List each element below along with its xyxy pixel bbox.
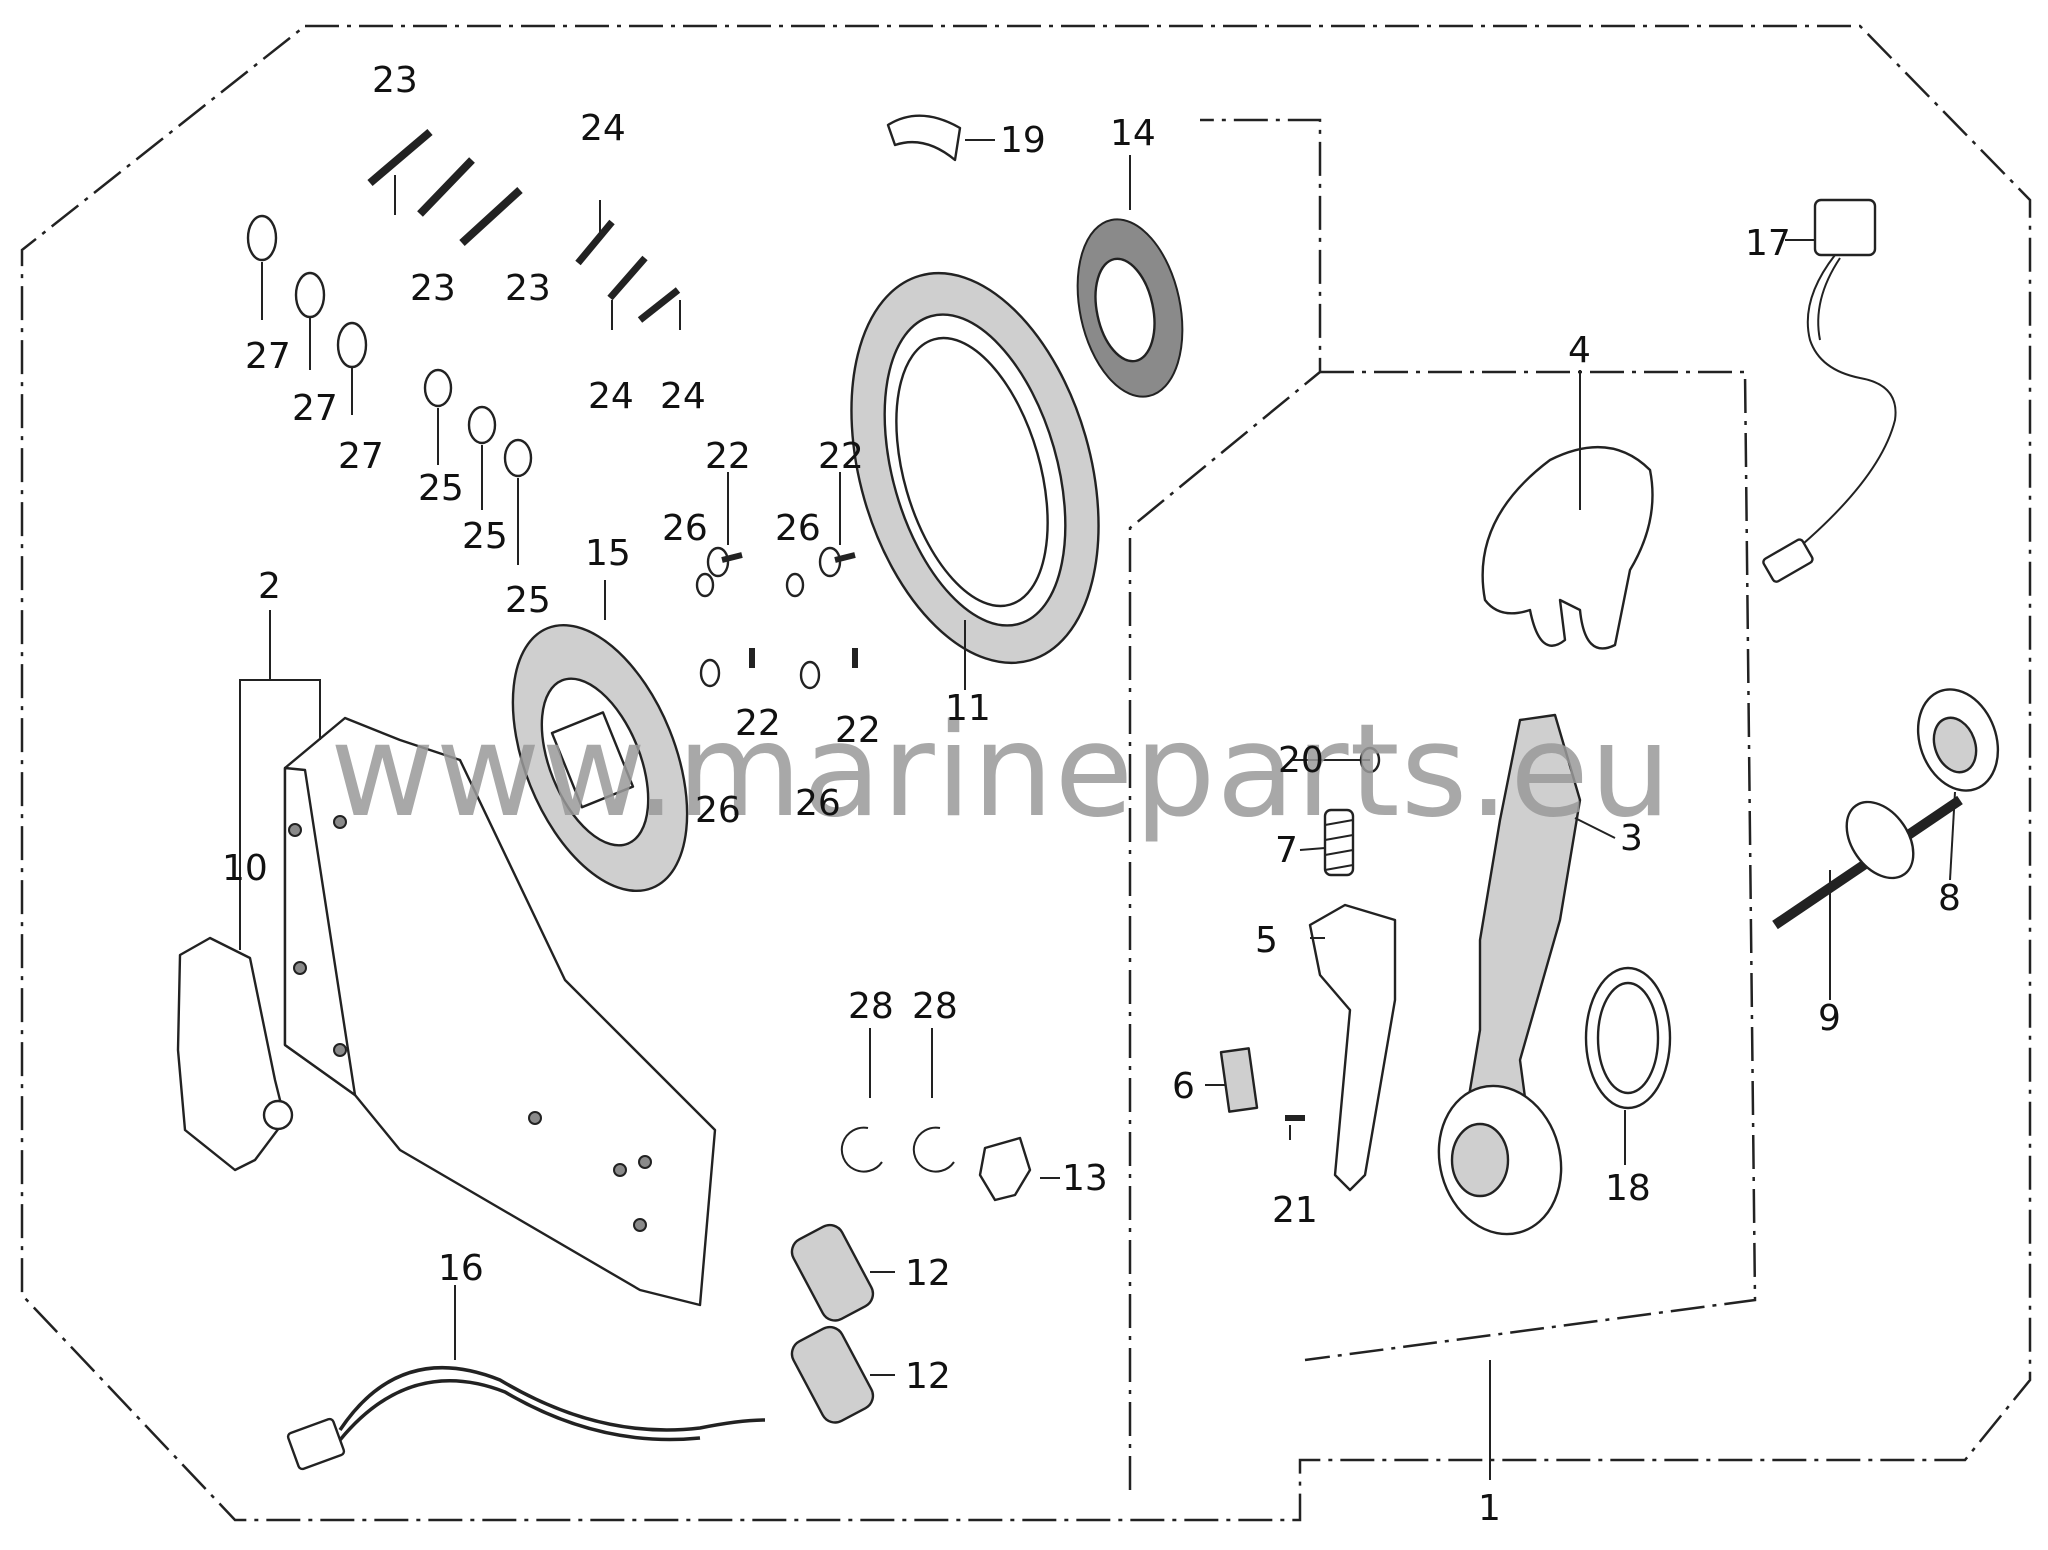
callout-22a: 22 <box>705 436 751 477</box>
callout-1: 1 <box>1478 1488 1501 1529</box>
clip-part <box>978 1136 1032 1202</box>
leader-lines <box>239 139 1956 1480</box>
cover-cap-part <box>1481 445 1654 650</box>
callout-26c: 26 <box>695 790 741 831</box>
lock-lever-part <box>1308 903 1397 1192</box>
callout-22b: 22 <box>818 436 864 477</box>
switch-harness-part <box>1762 198 1897 583</box>
callout-23b: 23 <box>410 268 456 309</box>
outer-assembly-boundary <box>20 24 2032 1522</box>
friction-plate-part <box>511 623 689 893</box>
callout-13: 13 <box>1062 1158 1108 1199</box>
callout-labels: 1 2 3 4 5 6 7 8 9 10 11 12 12 13 14 15 1… <box>222 60 1961 1529</box>
callout-6: 6 <box>1172 1066 1195 1107</box>
callout-12a: 12 <box>905 1253 951 1294</box>
callout-25a: 25 <box>418 468 464 509</box>
e-clip-part <box>912 1126 955 1173</box>
screw-part <box>575 219 681 323</box>
callout-2: 2 <box>258 566 281 607</box>
inner-assembly-boundary-right <box>1304 370 1757 1362</box>
nut-part <box>423 368 533 478</box>
spring-part <box>1323 808 1355 877</box>
callout-24c: 24 <box>660 376 706 417</box>
callout-18: 18 <box>1605 1168 1651 1209</box>
callout-3: 3 <box>1620 818 1643 859</box>
callout-16: 16 <box>438 1248 484 1289</box>
callout-27c: 27 <box>338 436 384 477</box>
callout-21: 21 <box>1272 1190 1318 1231</box>
spring-clip-part <box>886 114 962 162</box>
fastener-part <box>695 546 1381 1121</box>
wire-harness-part <box>286 1366 766 1471</box>
callout-17: 17 <box>1745 223 1791 264</box>
callout-12b: 12 <box>905 1356 951 1397</box>
callout-24b: 24 <box>588 376 634 417</box>
callout-25b: 25 <box>462 516 508 557</box>
callout-14: 14 <box>1110 113 1156 154</box>
callout-22c: 22 <box>735 703 781 744</box>
shaft-part <box>1772 795 1963 930</box>
callout-26a: 26 <box>662 508 708 549</box>
callout-7: 7 <box>1275 830 1298 871</box>
plate-part <box>790 1223 875 1424</box>
e-clip-part <box>840 1126 883 1173</box>
callout-19: 19 <box>1000 120 1046 161</box>
callout-28b: 28 <box>912 986 958 1027</box>
grip-part <box>176 936 294 1172</box>
callout-27b: 27 <box>292 388 338 429</box>
callout-5: 5 <box>1255 920 1278 961</box>
callout-20: 20 <box>1278 740 1324 781</box>
callout-22d: 22 <box>835 710 881 751</box>
washer-part <box>246 214 368 369</box>
callout-25c: 25 <box>505 580 551 621</box>
callout-28a: 28 <box>848 986 894 1027</box>
bolt-part <box>367 128 523 246</box>
callout-15: 15 <box>585 533 631 574</box>
callout-26d: 26 <box>795 783 841 824</box>
watermark: www.marineparts.eu <box>330 697 1672 846</box>
callout-4: 4 <box>1568 330 1591 371</box>
control-lever-part <box>1437 713 1582 1236</box>
callout-11: 11 <box>945 688 991 729</box>
callout-10: 10 <box>222 848 268 889</box>
callout-9: 9 <box>1818 998 1841 1039</box>
callout-27a: 27 <box>245 336 291 377</box>
ring-part <box>850 271 1100 665</box>
cover-plate-part <box>283 716 717 1307</box>
callout-26b: 26 <box>775 508 821 549</box>
callout-23a: 23 <box>372 60 418 101</box>
callout-24a: 24 <box>580 108 626 149</box>
block-part <box>1219 1047 1259 1113</box>
callout-23c: 23 <box>505 268 551 309</box>
gear-part <box>1076 218 1184 398</box>
callout-8: 8 <box>1938 878 1961 919</box>
